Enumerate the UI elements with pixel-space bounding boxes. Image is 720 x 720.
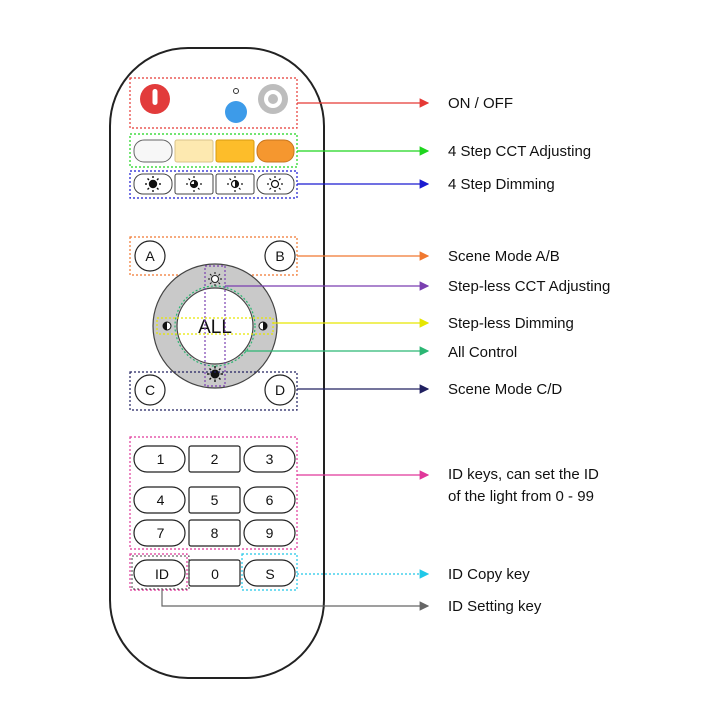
dim-down-icon[interactable] — [162, 321, 172, 331]
id-key-2[interactable]: 2 — [188, 445, 241, 473]
id-key-label: 6 — [266, 492, 274, 508]
cct-button-1[interactable] — [133, 139, 173, 163]
label-id-copy: ID Copy key — [448, 566, 530, 583]
id-key-4[interactable]: 4 — [133, 486, 186, 514]
scene-cd-group-outline — [129, 371, 298, 411]
id-key-7[interactable]: 7 — [133, 519, 186, 547]
zero-key[interactable]: 0 — [188, 559, 241, 587]
sun-cool-icon[interactable] — [208, 272, 222, 286]
dim-button-2[interactable] — [174, 173, 214, 195]
id-key-label: 5 — [211, 492, 219, 508]
id-setting-key-label: ID — [155, 566, 169, 582]
id-copy-outline — [241, 553, 298, 591]
indicator-dot — [233, 88, 239, 94]
cct-button-3[interactable] — [215, 139, 255, 163]
id-copy-button[interactable]: S — [243, 559, 296, 587]
cct-button-4[interactable] — [256, 139, 295, 163]
label-scene-cd: Scene Mode C/D — [448, 381, 562, 398]
scene-d-button[interactable]: D — [264, 374, 296, 406]
label-all-control: All Control — [448, 344, 517, 361]
scene-a-button[interactable]: A — [134, 240, 166, 272]
id-key-label: 8 — [211, 525, 219, 541]
id-key-6[interactable]: 6 — [243, 486, 296, 514]
id-copy-key-label: S — [265, 566, 274, 582]
scene-c-button[interactable]: C — [134, 374, 166, 406]
dim-button-4[interactable] — [256, 173, 295, 195]
label-on-off: ON / OFF — [448, 95, 513, 112]
id-key-label: 4 — [157, 492, 165, 508]
scene-b-label: B — [275, 248, 284, 264]
power-button[interactable] — [140, 84, 170, 114]
label-stepless-dim: Step-less Dimming — [448, 315, 574, 332]
scene-d-label: D — [275, 382, 285, 398]
zero-key-label: 0 — [211, 566, 219, 582]
all-label: ALL — [198, 317, 232, 338]
scene-a-label: A — [145, 248, 155, 264]
sun-empty-icon — [267, 176, 283, 192]
id-setting-outline-inner — [131, 555, 190, 590]
dim-button-1[interactable] — [133, 173, 173, 195]
id-key-label: 2 — [211, 451, 219, 467]
id-key-5[interactable]: 5 — [188, 486, 241, 514]
cct-button-2[interactable] — [174, 139, 214, 163]
stepless-cct-outline — [204, 265, 226, 387]
id-key-9[interactable]: 9 — [243, 519, 296, 547]
id-keys-group-outline — [129, 436, 298, 550]
sun-warm-icon[interactable] — [207, 366, 223, 382]
id-key-3[interactable]: 3 — [243, 445, 296, 473]
label-dim-4step: 4 Step Dimming — [448, 176, 555, 193]
id-key-1[interactable]: 1 — [133, 445, 186, 473]
scene-b-button[interactable]: B — [264, 240, 296, 272]
stepless-dim-outline — [156, 317, 274, 335]
id-key-label: 9 — [266, 525, 274, 541]
sun-75-icon — [186, 176, 202, 192]
label-id-setting: ID Setting key — [448, 598, 542, 615]
scene-c-label: C — [145, 382, 155, 398]
leader-id-setting — [161, 590, 430, 611]
id-setting-button[interactable]: ID — [133, 559, 186, 587]
id-key-8[interactable]: 8 — [188, 519, 241, 547]
dim-button-3[interactable] — [215, 173, 255, 195]
sun-50-icon — [227, 176, 243, 192]
id-key-label: 3 — [266, 451, 274, 467]
all-button[interactable] — [176, 287, 254, 365]
label-id-keys-line1: ID keys, can set the ID — [448, 466, 599, 483]
id-setting-outline — [129, 553, 188, 591]
id-key-label: 7 — [157, 525, 165, 541]
indicator-led-icon — [225, 101, 247, 123]
sun-full-icon — [145, 176, 161, 192]
power-ring-button[interactable] — [258, 84, 288, 114]
dim-up-icon[interactable] — [258, 321, 268, 331]
label-scene-ab: Scene Mode A/B — [448, 248, 560, 265]
label-cct-4step: 4 Step CCT Adjusting — [448, 143, 591, 160]
label-stepless-cct: Step-less CCT Adjusting — [448, 278, 610, 295]
id-key-label: 1 — [157, 451, 165, 467]
label-id-keys-line2: of the light from 0 - 99 — [448, 488, 594, 505]
